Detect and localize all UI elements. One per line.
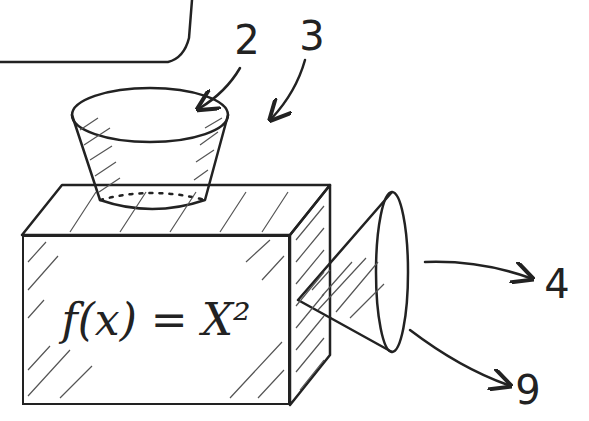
box-top-face bbox=[22, 185, 330, 235]
value-label: 3 bbox=[299, 16, 324, 56]
bracket-fragment bbox=[0, 0, 192, 62]
function-box: f(x) = X² bbox=[22, 235, 290, 405]
input-arrow bbox=[200, 68, 240, 108]
shading bbox=[28, 118, 384, 398]
output-arrow bbox=[425, 262, 530, 278]
input-bowl-rim bbox=[72, 88, 228, 142]
input-arrow bbox=[272, 60, 305, 118]
input-bowl bbox=[72, 115, 228, 209]
output-cone bbox=[298, 192, 392, 352]
box-side-face bbox=[290, 185, 330, 405]
value-label: 9 bbox=[515, 370, 540, 410]
input-bowl-back bbox=[100, 193, 205, 200]
output-cone-rim bbox=[376, 192, 408, 352]
value-label: 2 bbox=[234, 20, 259, 60]
output-arrow bbox=[410, 330, 508, 385]
function-rule: f(x) = X² bbox=[55, 293, 256, 348]
value-label: 4 bbox=[544, 264, 569, 304]
